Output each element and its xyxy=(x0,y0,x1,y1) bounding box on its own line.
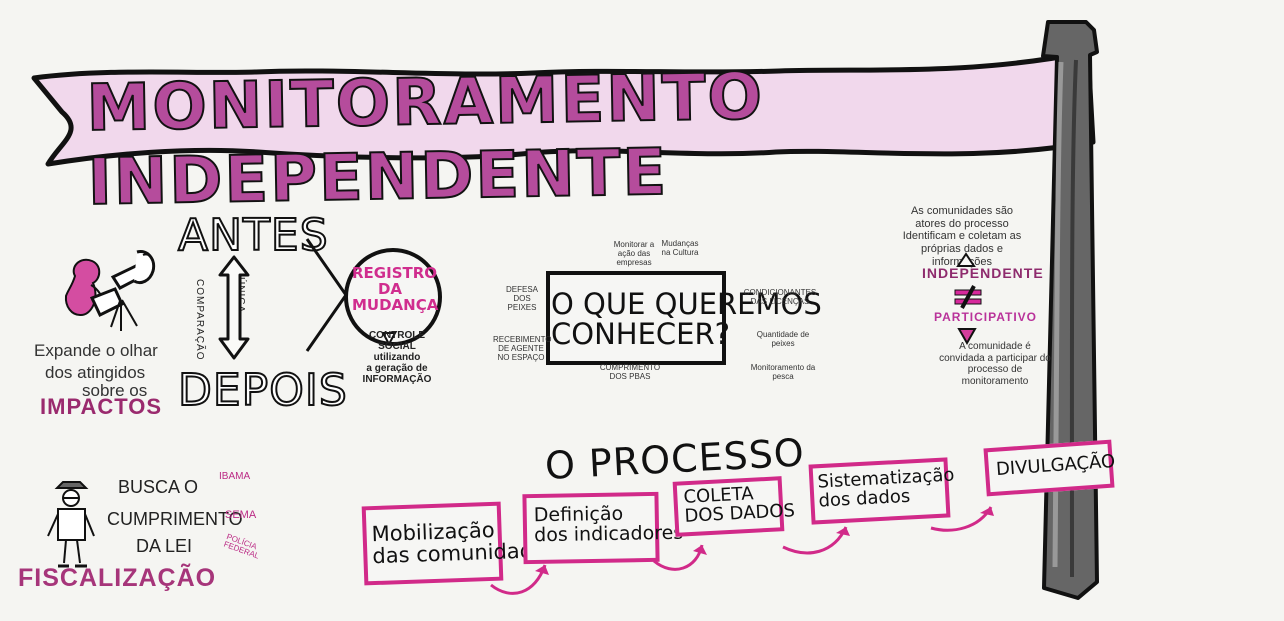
sema-label: SEMA xyxy=(225,509,257,521)
right-bottom-text: A comunidade é convidada a participar do… xyxy=(939,341,1051,387)
inspector-figure-icon xyxy=(47,481,95,568)
center-label-top-left: Monitorar a ação das empresas xyxy=(613,240,655,267)
antes-depois-arrow xyxy=(218,255,250,360)
cumprimento-text: CUMPRIMENTO xyxy=(107,509,243,529)
flag-pole xyxy=(1041,20,1099,600)
center-label-bottom: CUMPRIMENTO DOS PBAS xyxy=(599,363,661,381)
controle-social-text: CONTROLE SOCIAL utilizando a geração de … xyxy=(362,330,432,385)
depois-label: DEPOIS xyxy=(177,364,348,417)
registro-circle xyxy=(344,248,442,346)
queremos-box xyxy=(546,271,726,365)
da-lei-text: DA LEI xyxy=(136,536,193,556)
fiscalizacao-label: FISCALIZAÇÃO xyxy=(18,564,217,592)
process-arrows xyxy=(490,506,994,595)
center-label-left-bottom: RECEBIMENTO DE AGENTE NO ESPAÇO xyxy=(493,335,552,362)
center-label-right-bottom: Monitoramento da pesca xyxy=(750,363,816,381)
participativo-label: PARTICIPATIVO xyxy=(934,310,1037,324)
ibama-label: IBAMA xyxy=(219,471,251,482)
independente-label: INDEPENDENTE xyxy=(922,265,1044,281)
center-label-right-middle: Quantidade de peixes xyxy=(756,330,810,348)
impactos-line-3: sobre os xyxy=(82,381,148,400)
policia-federal-label: POLÍCIA FEDERAL xyxy=(222,532,261,562)
registro-label: REGISTRO DA MUDANÇA xyxy=(352,264,439,314)
registro-down-arrow xyxy=(381,332,397,347)
queremos-title: O QUE QUEREMOS CONHECER? xyxy=(551,287,822,352)
busca-text: BUSCA O xyxy=(118,477,199,497)
center-label-right-top: CONDICIONANTES DAS LICENÇAS xyxy=(743,288,817,306)
not-equal-icon xyxy=(954,285,982,309)
banner xyxy=(31,49,1096,167)
center-label-top-right: Mudanças na Cultura xyxy=(661,239,699,257)
telescope-figure-icon xyxy=(64,250,156,331)
comparacao-label: COMPARAÇÃO xyxy=(194,279,205,361)
impactos-line-1: Expande o olhar xyxy=(34,341,158,360)
right-top-text: As comunidades são atores do processo Id… xyxy=(902,205,1022,268)
center-label-left-top: DEFESA DOS PEIXES xyxy=(505,285,538,312)
antes-label: ANTES xyxy=(177,209,329,262)
right-down-arrow xyxy=(957,328,977,346)
right-up-arrow xyxy=(956,252,976,267)
impactos-line-2: dos atingidos xyxy=(45,363,146,382)
impactos-title: IMPACTOS xyxy=(40,394,163,419)
